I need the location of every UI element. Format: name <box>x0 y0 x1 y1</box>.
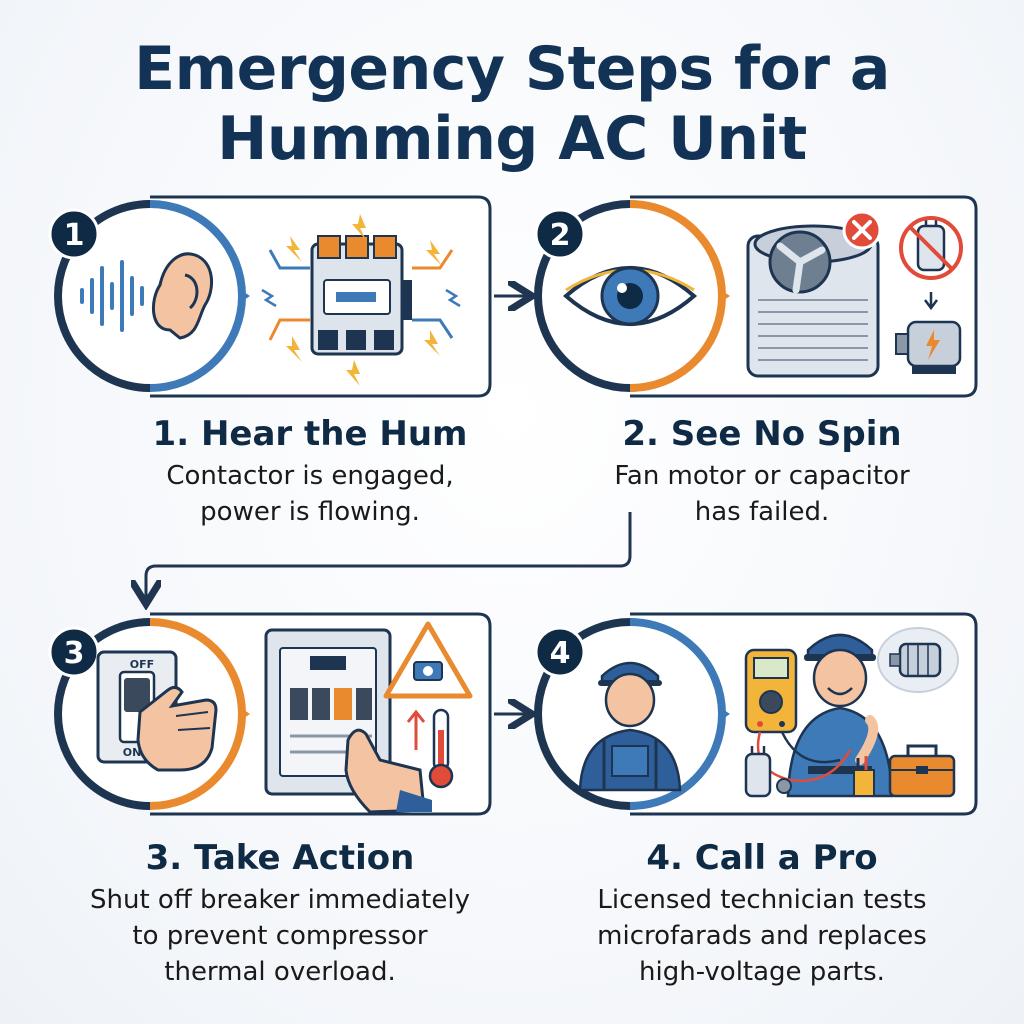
step-1-description: Contactor is engaged, power is flowing. <box>60 458 560 530</box>
step-4-number: 4 <box>550 636 571 671</box>
step-2-number: 2 <box>550 218 571 253</box>
step-4-badge <box>534 626 586 678</box>
step-3-desc-line-1: Shut off breaker immediately <box>90 885 470 915</box>
step-2-badge <box>534 208 586 260</box>
step-3-heading: 3. Take Action <box>145 838 415 878</box>
step-3-description: Shut off breaker immediately to prevent … <box>0 882 560 990</box>
spark-icon <box>261 214 461 386</box>
step-3-number: 3 <box>64 636 85 671</box>
step-3-panel: 3 OFF ON <box>48 612 492 816</box>
ear-icon <box>151 252 214 340</box>
condenser-unit-icon <box>746 224 880 378</box>
toolbox-icon <box>853 744 956 798</box>
multimeter-icon <box>744 648 852 783</box>
step-4-desc-line-1: Licensed technician tests <box>597 885 927 915</box>
switch-off-label: OFF <box>130 658 154 671</box>
breaker-panel-icon <box>264 628 432 814</box>
hand-icon <box>136 685 218 772</box>
contactor-icon <box>310 235 412 356</box>
step-4-panel: 4 <box>534 612 978 816</box>
step-2-desc-line-2: has failed. <box>694 497 830 527</box>
error-x-icon <box>842 210 882 250</box>
step-4-desc-line-3: high-voltage parts. <box>639 957 885 987</box>
step-1-desc-line-2: power is flowing. <box>200 497 420 527</box>
step-1-panel: 1 <box>48 195 492 398</box>
switch-icon: OFF ON <box>96 650 178 764</box>
step-2-desc-line-1: Fan motor or capacitor <box>614 461 910 491</box>
step-4-desc-line-2: microfarads and replaces <box>597 921 927 951</box>
eye-icon <box>562 266 698 326</box>
step-3-badge <box>48 626 100 678</box>
step-2-description: Fan motor or capacitor has failed. <box>512 458 1012 530</box>
capacitor-icon <box>744 746 792 798</box>
step-3-desc-line-2: to prevent compressor <box>132 921 428 951</box>
step-4-description: Licensed technician tests microfarads an… <box>502 882 1022 990</box>
motor-bubble-icon <box>877 627 959 693</box>
sound-wave-icon <box>80 260 144 332</box>
step-2-heading: 2. See No Spin <box>622 414 902 454</box>
step-1-desc-line-1: Contactor is engaged, <box>166 461 454 491</box>
title-line-1: Emergency Steps for a <box>134 34 890 104</box>
title-line-2: Humming AC Unit <box>217 104 807 174</box>
motor-icon <box>895 320 962 374</box>
switch-on-label: ON <box>123 746 142 759</box>
arrow-2-to-3 <box>146 512 632 598</box>
step-2-panel: 2 <box>534 195 978 398</box>
no-capacitor-icon <box>899 216 963 280</box>
step-4-heading: 4. Call a Pro <box>646 838 878 878</box>
warning-motor-icon <box>383 621 473 699</box>
thermometer-icon <box>406 708 454 789</box>
step-3-desc-line-3: thermal overload. <box>164 957 396 987</box>
step-1-heading: 1. Hear the Hum <box>152 414 468 454</box>
step-1-number: 1 <box>64 218 85 253</box>
step-1-badge <box>48 208 100 260</box>
technician-icon <box>578 661 682 792</box>
